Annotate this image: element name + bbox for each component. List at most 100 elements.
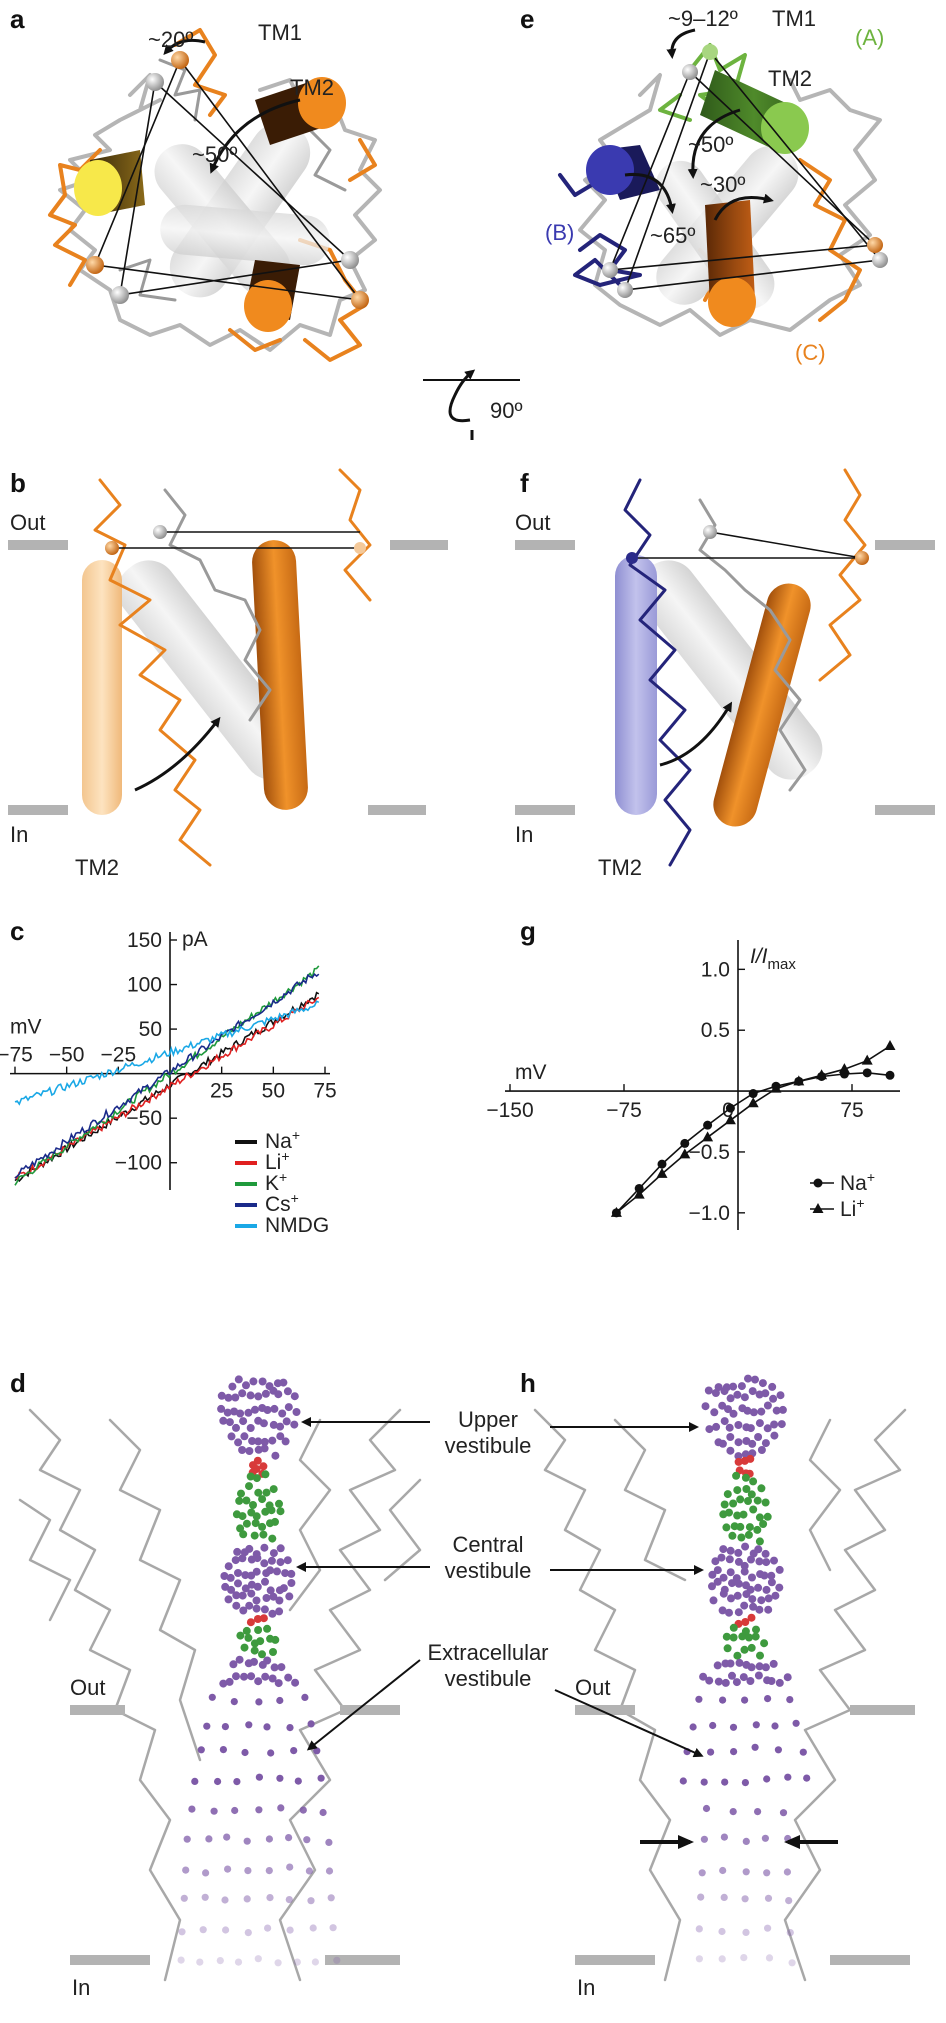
pore-dot	[726, 1546, 735, 1555]
pore-dot	[711, 1389, 720, 1397]
x-tick-label-c: 25	[210, 1080, 233, 1103]
pore-dot	[733, 1511, 742, 1520]
marker-g-1	[656, 1167, 668, 1178]
pore-dot	[702, 1804, 711, 1813]
pore-dot	[747, 1555, 755, 1564]
rotation-arrow-e-left	[624, 172, 676, 214]
y-unit-g-base: I/I	[750, 945, 768, 968]
pore-dot	[746, 1677, 755, 1685]
pore-dot	[254, 1677, 263, 1686]
pore-dot	[233, 1778, 241, 1786]
panel-h: h Out In	[520, 1368, 915, 2000]
pore-dot	[741, 1473, 750, 1482]
pore-dot	[752, 1625, 760, 1634]
label-sub-a: (A)	[855, 25, 884, 50]
helix-navy-b	[586, 145, 660, 200]
pore-dot	[252, 1474, 261, 1483]
pore-dot	[240, 1672, 248, 1681]
pore-dot	[265, 1835, 273, 1843]
pore-dot	[283, 1556, 292, 1565]
marker-g-0	[862, 1068, 872, 1078]
pore-dot	[729, 1499, 738, 1508]
panel-label-d: d	[10, 1368, 26, 1398]
pore-dot	[734, 1557, 743, 1566]
pore-dot	[755, 1557, 764, 1566]
pore-dot	[234, 1958, 243, 1966]
pore-dot	[742, 1590, 751, 1599]
arrow-b	[134, 716, 221, 792]
pore-dot	[274, 1679, 283, 1688]
pore-dot	[708, 1582, 716, 1591]
pore-dot	[783, 1868, 792, 1876]
pore-dot	[258, 1522, 267, 1531]
pore-dot	[764, 1594, 773, 1603]
rotation-arrow-e-mid	[687, 108, 741, 179]
pore-dot	[714, 1677, 723, 1686]
pore-dot	[718, 1401, 727, 1410]
pore-dot	[735, 1658, 744, 1667]
pore-dot	[710, 1408, 719, 1417]
pore-dot	[275, 1499, 283, 1508]
pore-dot	[779, 1809, 788, 1817]
pore-dot	[754, 1671, 763, 1680]
pore-dot	[748, 1595, 757, 1604]
helix-grey-3	[160, 204, 330, 266]
pore-dot	[759, 1520, 768, 1528]
legend-label-c-0: Na+	[265, 1127, 300, 1153]
legend-label-c-2-base: K	[265, 1172, 279, 1195]
backbone-navy-f	[623, 478, 692, 867]
panel-label-e: e	[520, 4, 534, 34]
pore-dot	[290, 1747, 298, 1755]
pore-dot	[307, 1720, 315, 1728]
pore-dot	[775, 1565, 784, 1574]
pore-dot	[718, 1955, 726, 1963]
pore-dot	[720, 1417, 729, 1426]
pore-dot	[264, 1924, 272, 1932]
backbone-grey-d-right	[278, 1408, 422, 1982]
pore-dot	[755, 1419, 764, 1428]
pore-dot	[269, 1485, 278, 1494]
pore-dot	[224, 1865, 232, 1873]
pore-dot	[775, 1678, 784, 1687]
pore-dot	[699, 1672, 708, 1681]
pore-dot	[244, 1408, 253, 1417]
sphere-e-3	[872, 252, 888, 268]
pore-dot	[762, 1585, 771, 1594]
pore-dot	[319, 1808, 327, 1817]
pore-dot	[260, 1444, 269, 1453]
pore-dot	[228, 1382, 237, 1391]
helix-yellow	[74, 150, 145, 216]
pore-dot	[254, 1437, 263, 1446]
panel-f: f Out In TM2	[515, 468, 935, 880]
pore-dot	[253, 1456, 262, 1465]
pore-dot	[761, 1549, 770, 1558]
pore-dot	[724, 1405, 732, 1414]
pore-dot	[279, 1584, 288, 1593]
sphere-orange-3	[86, 256, 104, 274]
pore-dot	[303, 1836, 311, 1844]
helix-tm2-green	[700, 70, 809, 154]
pore-dot	[263, 1624, 272, 1633]
pore-dot	[679, 1777, 687, 1785]
pore-dot	[695, 1955, 704, 1963]
pore-dot	[734, 1548, 743, 1557]
pore-dot	[249, 1501, 257, 1509]
pore-dot	[758, 1379, 767, 1388]
y-tick-label-c: −50	[126, 1107, 162, 1130]
pore-dot	[751, 1743, 759, 1751]
pore-dot	[728, 1531, 737, 1540]
pore-dot	[700, 1835, 709, 1843]
pore-dot	[742, 1868, 750, 1876]
pore-dot	[729, 1633, 738, 1642]
pore-dot	[183, 1835, 191, 1843]
x-tick-label-c: 75	[313, 1080, 336, 1103]
label-angle-e-left: ~65º	[650, 223, 695, 248]
pore-dot	[777, 1420, 786, 1429]
marker-g-1	[861, 1054, 873, 1065]
pore-dot	[317, 1774, 325, 1782]
legend-label-g-0: Na+	[840, 1169, 875, 1195]
pore-dot	[764, 1924, 772, 1932]
pore-dot	[747, 1643, 756, 1652]
pore-dot	[292, 1408, 301, 1416]
pore-dot	[178, 1928, 186, 1936]
